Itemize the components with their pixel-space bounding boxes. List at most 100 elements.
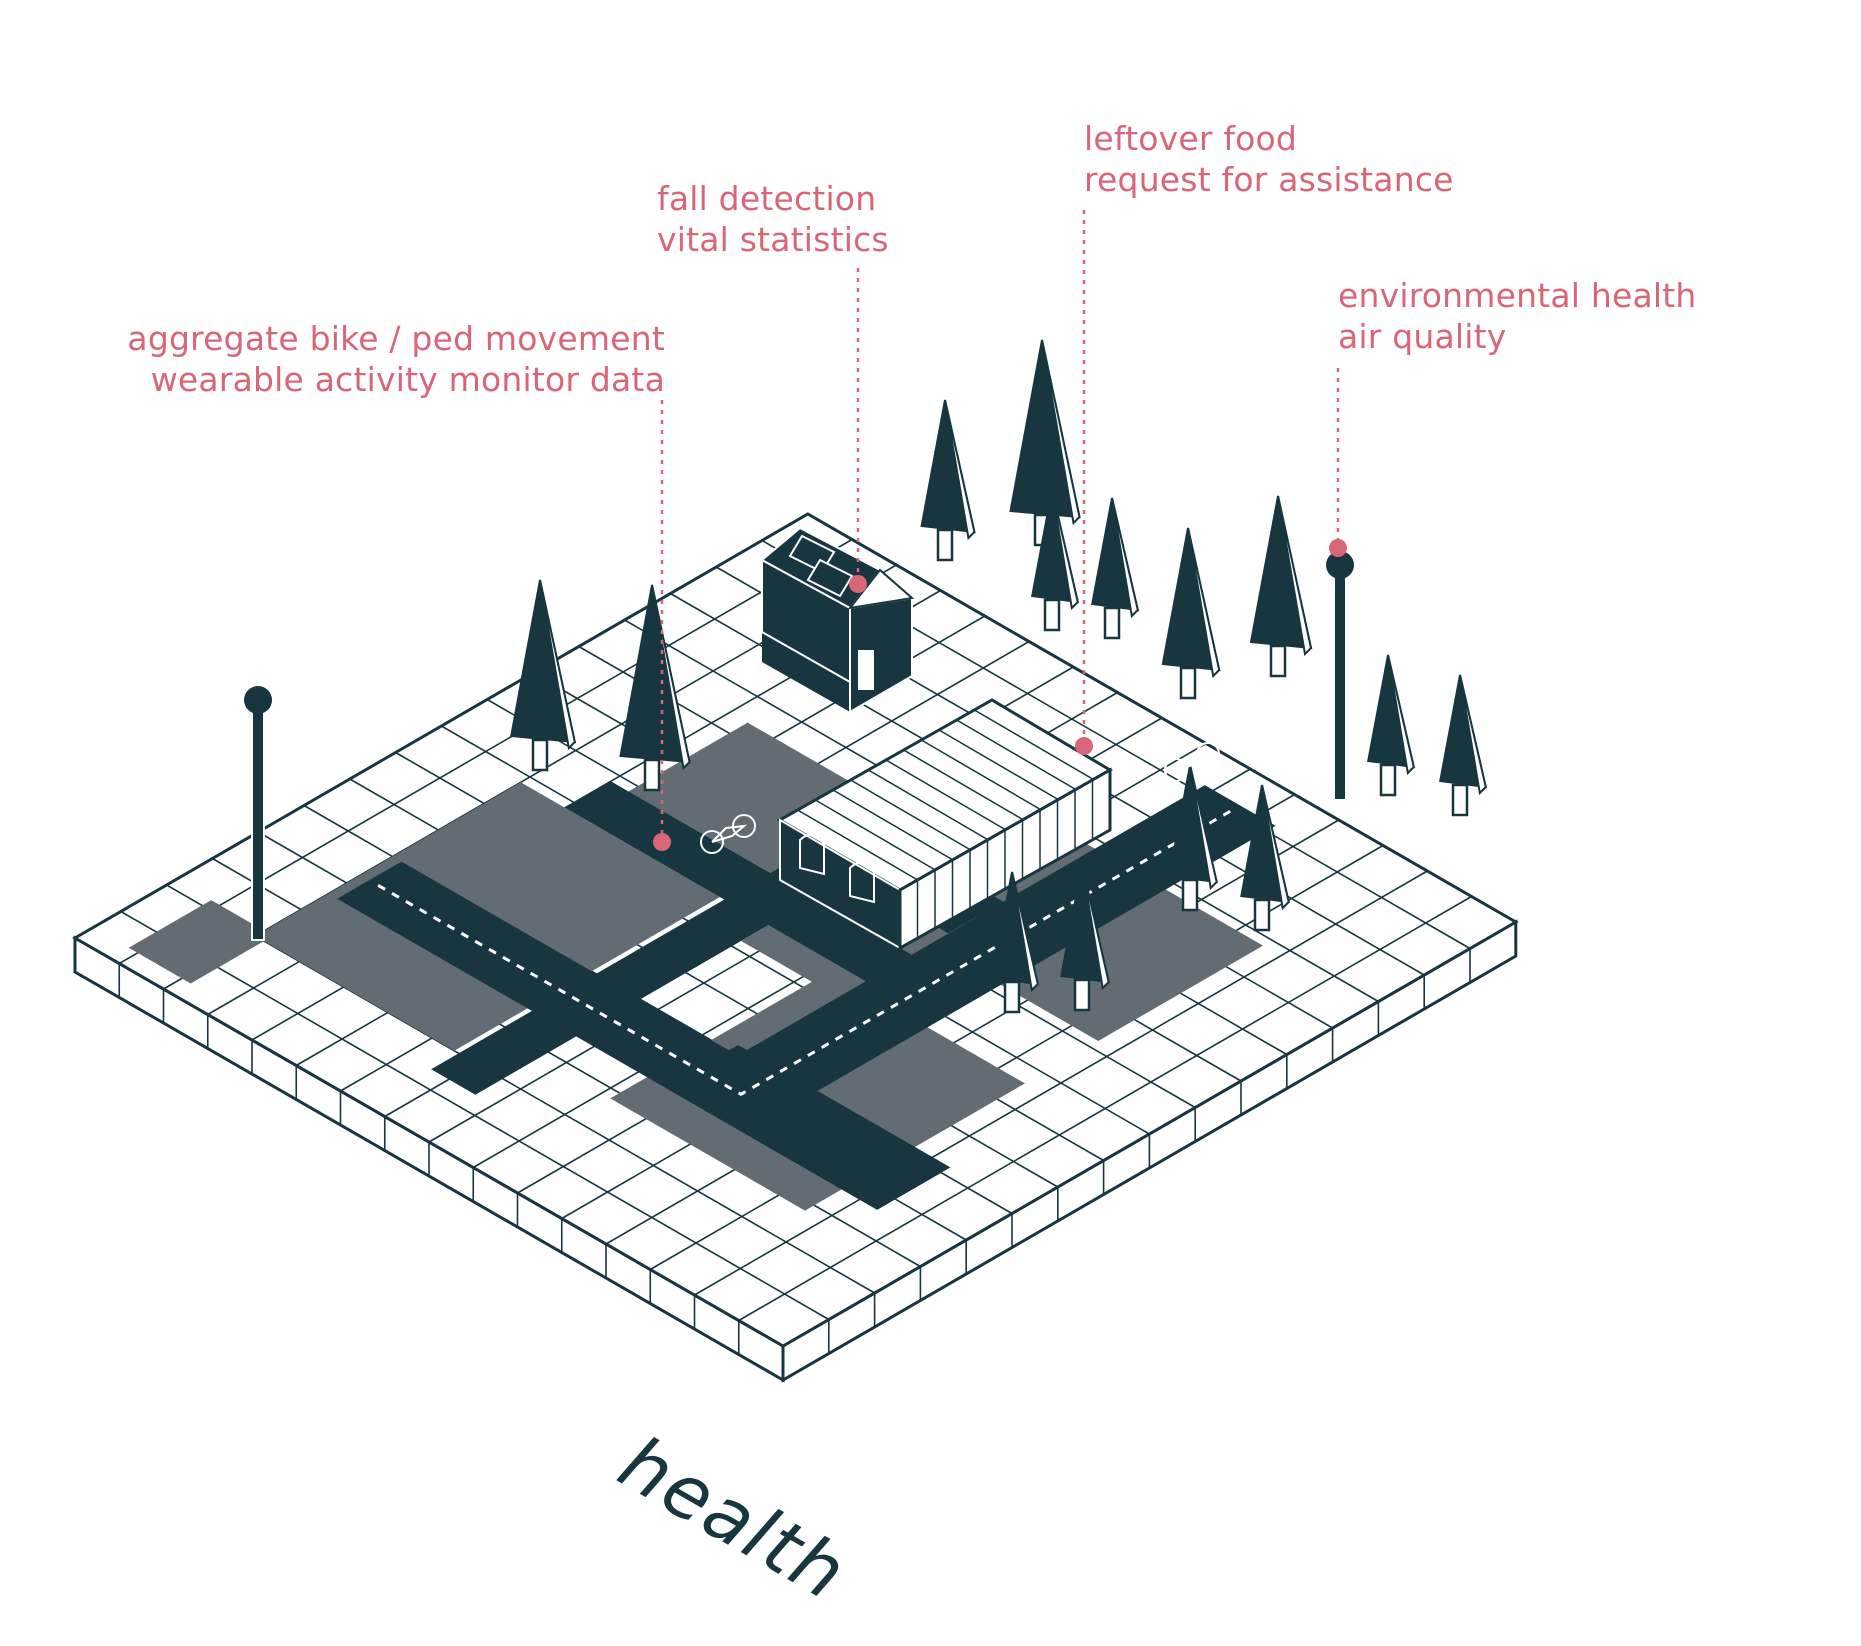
tree-icon — [510, 579, 577, 772]
lamp-pole — [251, 711, 265, 941]
callout-lines — [653, 210, 1347, 851]
greenhouse-rib — [973, 709, 1095, 781]
sensor-dot-icon — [1329, 539, 1347, 557]
greenhouse-rib — [797, 809, 919, 881]
tree-trunk — [643, 758, 661, 792]
house-door — [858, 650, 874, 690]
tree-icon — [1161, 527, 1221, 700]
greenhouse-rib — [938, 729, 1060, 801]
tree-icon — [991, 871, 1040, 1014]
greenhouse-rib — [814, 799, 936, 871]
tree-trunk — [936, 528, 954, 562]
callout-bike-ped-line1: aggregate bike / ped movement — [127, 319, 665, 358]
tree-icon — [1168, 764, 1218, 912]
tree-canopy-edge — [539, 579, 576, 751]
sensor-dot-icon — [653, 833, 671, 851]
tree-canopy-edge — [1459, 674, 1487, 796]
bike-frame — [1175, 752, 1212, 771]
bicycle-icon — [700, 814, 756, 854]
callout-env: environmental health air quality — [1338, 275, 1697, 357]
callout-food-line2: request for assistance — [1084, 160, 1454, 199]
grid-line — [605, 819, 1340, 1245]
tree-canopy-edge — [1277, 495, 1313, 657]
tree-canopy-edge — [944, 399, 976, 541]
gray-plot — [128, 900, 274, 984]
tree-trunk — [1179, 666, 1197, 700]
tree-icon — [1240, 784, 1290, 932]
tree-trunk — [1003, 980, 1021, 1014]
tree-trunk — [1181, 878, 1199, 912]
greenhouse-rib — [920, 739, 1042, 811]
solar-panel-icon — [788, 534, 854, 598]
tree-icon — [1091, 497, 1140, 640]
tree-trunk — [1451, 783, 1469, 817]
tree-canopy-edge — [1111, 497, 1139, 619]
street-lamp-icon — [244, 686, 272, 941]
callout-food: leftover food request for assistance — [1084, 118, 1454, 200]
house-base — [762, 632, 850, 712]
lamp-head — [1326, 551, 1354, 579]
tree-trunk — [1269, 644, 1287, 678]
callout-env-line1: environmental health — [1338, 276, 1697, 315]
bike-wheel — [732, 814, 756, 838]
tree-icon — [1031, 489, 1080, 632]
tree-canopy-edge — [1261, 784, 1290, 911]
tree-trunk — [1379, 763, 1397, 797]
scene-objects — [244, 339, 1488, 1014]
greenhouse-rib — [832, 789, 954, 861]
bike-frame — [711, 824, 748, 843]
grid-line — [738, 895, 1472, 1322]
tree-trunk — [1043, 598, 1061, 632]
tree-icon — [1439, 674, 1488, 817]
callout-fall: fall detection vital statistics — [657, 178, 889, 260]
greenhouse-rib — [956, 719, 1078, 791]
tree-trunk — [1073, 978, 1091, 1012]
bicycle-icon — [1164, 742, 1220, 782]
greenhouse-rib — [903, 749, 1025, 821]
tree-canopy-edge — [1051, 489, 1079, 611]
greenhouse-icon — [776, 698, 1113, 951]
greenhouse-door — [799, 833, 825, 876]
tree-icon — [1249, 495, 1313, 678]
callout-bike-ped: aggregate bike / ped movement wearable a… — [127, 318, 665, 400]
greenhouse-rib — [885, 759, 1007, 831]
tree-canopy-edge — [1041, 339, 1081, 526]
callout-env-line2: air quality — [1338, 317, 1507, 356]
street-lamp-icon — [1326, 551, 1354, 801]
grid-line — [694, 870, 1428, 1296]
bike-wheel — [1164, 758, 1188, 782]
tree-canopy-edge — [1011, 871, 1039, 993]
lamp-head — [244, 686, 272, 714]
road-centerline — [377, 809, 1232, 1097]
gray-plot — [992, 884, 1263, 1041]
lamp-pole — [1333, 576, 1347, 801]
tree-trunk — [531, 738, 549, 772]
greenhouse-door — [849, 861, 875, 904]
tree-canopy-edge — [1189, 764, 1218, 891]
tree-trunk — [1103, 606, 1121, 640]
sensor-dot-icon — [849, 575, 867, 593]
tree-icon — [1009, 339, 1081, 547]
callout-food-line1: leftover food — [1084, 119, 1298, 158]
street-inner-a — [565, 781, 912, 982]
roads — [337, 781, 1276, 1210]
tree-canopy-edge — [1387, 654, 1415, 776]
tree-icon — [1060, 864, 1110, 1012]
street-inner-b — [431, 820, 906, 1095]
greenhouse-rib — [850, 779, 972, 851]
sensor-dot-icon — [1075, 737, 1093, 755]
tree-canopy-edge — [1081, 864, 1110, 991]
bike-wheel — [700, 830, 724, 854]
tree-trunk — [1253, 898, 1271, 932]
bike-wheel — [1196, 742, 1220, 766]
tree-icon — [920, 399, 976, 562]
greenhouse-rib — [867, 769, 989, 841]
main-road-corner — [664, 1045, 951, 1210]
tree-canopy-edge — [1187, 527, 1221, 679]
callout-fall-line1: fall detection — [657, 179, 877, 218]
tree-icon — [1367, 654, 1416, 797]
solar-panel — [806, 558, 854, 598]
callout-fall-line2: vital statistics — [657, 220, 889, 259]
callout-bike-ped-line2: wearable activity monitor data — [150, 360, 665, 399]
